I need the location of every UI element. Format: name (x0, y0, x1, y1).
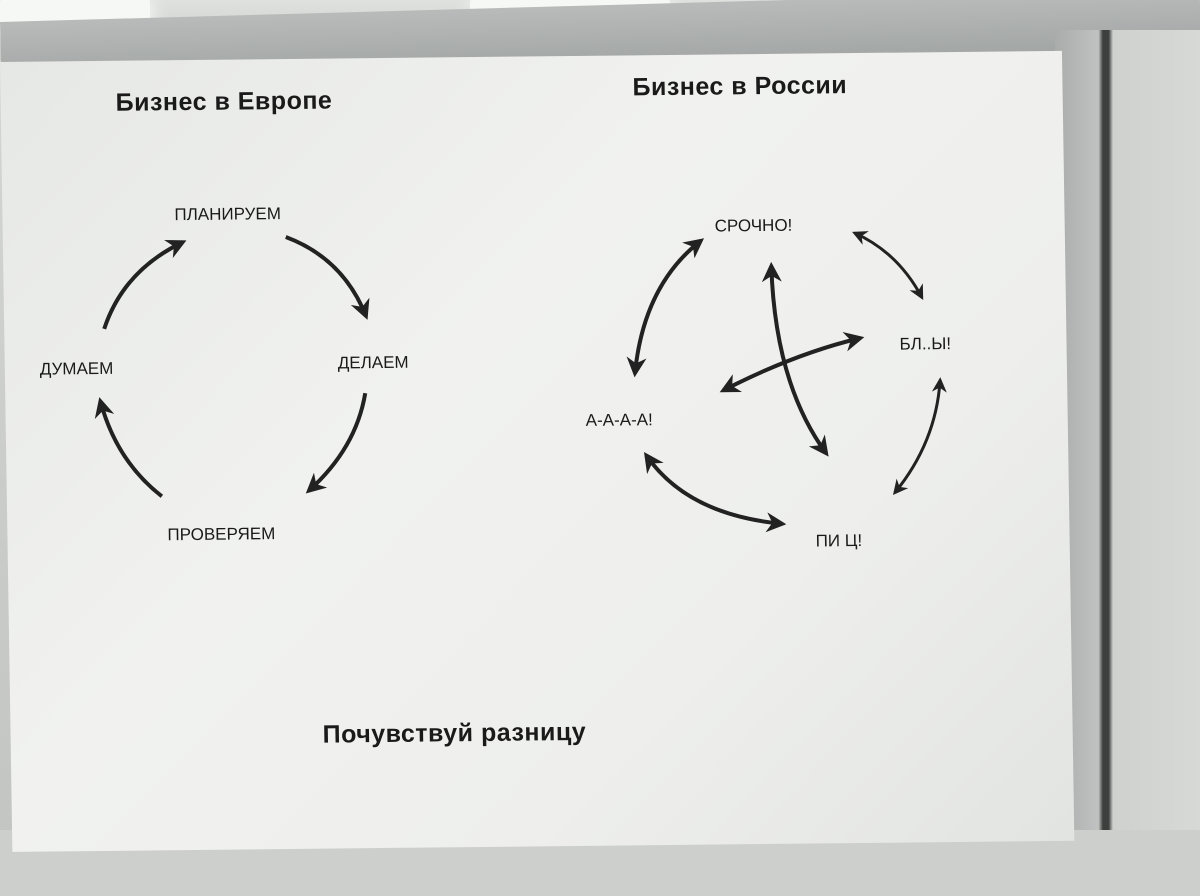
arrow-swear-disaster (892, 377, 947, 495)
arrow-scream-disaster (643, 451, 787, 533)
arrow-urgent-swear (852, 231, 924, 301)
arrow-check-to-think (94, 397, 164, 498)
arrow-scream-urgent (626, 238, 705, 378)
arrows-diagram (94, 231, 947, 533)
arrow-do-to-check (305, 392, 368, 494)
arrow-think-to-plan (102, 239, 187, 330)
printed-sheet: Бизнес в Европе Бизнес в России ПЛАНИРУЕ… (0, 50, 1075, 852)
arrow-plan-to-do (285, 235, 370, 320)
arrow-horizontal-cross (719, 331, 865, 393)
partition-panel (1055, 30, 1200, 896)
arrow-vertical-cross (761, 261, 829, 457)
